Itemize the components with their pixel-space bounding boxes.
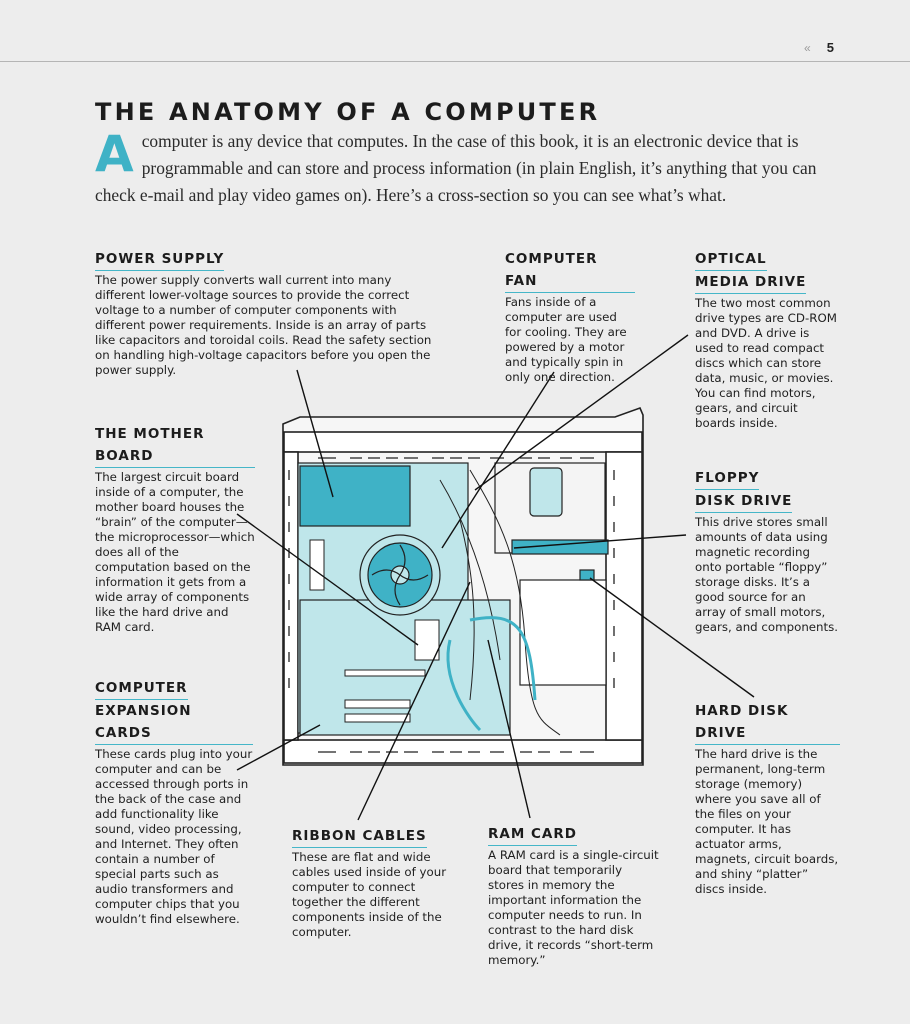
mother-board [297, 462, 469, 734]
callout-heading: EXPANSION CARDS [95, 700, 253, 745]
callout-heading: RIBBON CABLES [292, 825, 452, 848]
callout-heading: RAM CARD [488, 823, 660, 846]
callout-power-supply: POWER SUPPLY The power supply converts w… [95, 248, 435, 378]
callout-heading: MEDIA DRIVE [695, 271, 840, 294]
back-chevron-icon[interactable]: « [804, 41, 811, 55]
callout-heading: DISK DRIVE [695, 490, 840, 513]
intro-text: computer is any device that computes. In… [95, 131, 817, 205]
motherboard-lower [299, 599, 511, 736]
callout-expansion-cards: COMPUTER EXPANSION CARDS These cards plu… [95, 677, 253, 927]
callout-computer-fan: COMPUTER FAN Fans inside of a computer a… [505, 248, 635, 385]
drive-bays [494, 462, 609, 686]
callout-hard-drive: HARD DISK DRIVE The hard drive is the pe… [695, 700, 840, 897]
page-number: 5 [826, 40, 834, 55]
callout-body: Fans inside of a computer are used for c… [505, 295, 627, 384]
leader-lines [236, 334, 755, 821]
callout-body: These cards plug into your computer and … [95, 747, 253, 926]
page-title: THE ANATOMY OF A COMPUTER [95, 98, 601, 126]
callout-ram-card: RAM CARD A RAM card is a single-circuit … [488, 823, 660, 968]
callout-body: The hard drive is the permanent, long-te… [695, 747, 839, 896]
expansion-slots [309, 539, 440, 723]
callout-floppy-drive: FLOPPY DISK DRIVE This drive stores smal… [695, 467, 840, 635]
callout-body: A RAM card is a single-circuit board tha… [488, 848, 659, 967]
callout-body: The two most common drive types are CD-R… [695, 296, 837, 430]
callout-heading: HARD DISK DRIVE [695, 700, 840, 745]
callout-heading: OPTICAL [695, 248, 840, 271]
cpu-fan [359, 534, 441, 616]
callout-ribbon-cables: RIBBON CABLES These are flat and wide ca… [292, 825, 452, 940]
power-supply-box [299, 465, 411, 527]
callout-body: The largest circuit board inside of a co… [95, 470, 255, 634]
callout-optical-drive: OPTICAL MEDIA DRIVE The two most common … [695, 248, 840, 431]
callout-heading: COMPUTER [95, 677, 253, 700]
header-divider [0, 61, 910, 62]
callout-body: This drive stores small amounts of data … [695, 515, 839, 634]
drop-cap: A [95, 125, 134, 183]
callout-heading: COMPUTER FAN [505, 248, 635, 293]
cables [439, 469, 561, 736]
callout-body: The power supply converts wall current i… [95, 273, 432, 377]
computer-case [282, 406, 644, 766]
callout-mother-board: THE MOTHER BOARD The largest circuit boa… [95, 423, 255, 635]
case-vents [288, 457, 615, 753]
callout-heading: THE MOTHER BOARD [95, 423, 255, 468]
callout-heading: POWER SUPPLY [95, 248, 435, 271]
callout-body: These are flat and wide cables used insi… [292, 850, 447, 939]
callout-heading: FLOPPY [695, 467, 840, 490]
